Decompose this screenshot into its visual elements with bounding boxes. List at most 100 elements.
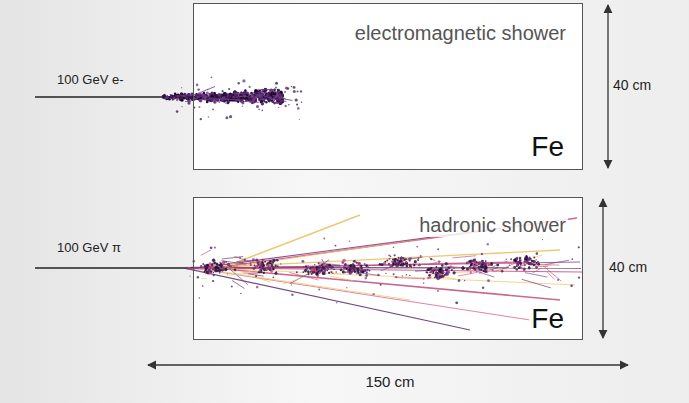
shower-dot — [296, 271, 298, 273]
shower-dot — [223, 92, 225, 94]
shower-track — [543, 266, 561, 281]
shower-dot — [352, 266, 354, 268]
shower-dot — [242, 262, 244, 264]
shower-dot — [403, 263, 405, 265]
shower-dot — [343, 266, 346, 269]
shower-dot — [319, 264, 322, 267]
shower-dot — [410, 257, 412, 259]
shower-dot — [339, 265, 341, 267]
shower-dot — [400, 256, 403, 259]
shower-dot — [271, 261, 274, 264]
shower-track — [394, 277, 423, 278]
shower-track — [230, 269, 248, 285]
shower-dot — [197, 88, 199, 90]
shower-dot — [397, 259, 399, 261]
shower-dot — [259, 266, 261, 268]
shower-dot — [447, 267, 450, 270]
shower-dot — [214, 266, 217, 269]
shower-dot — [237, 100, 239, 102]
shower-dot — [317, 271, 319, 273]
shower-dot — [469, 267, 471, 269]
shower-dot — [291, 284, 292, 285]
shower-dot — [323, 238, 325, 240]
shower-dot — [285, 86, 288, 89]
shower-dot — [455, 301, 458, 304]
shower-dot — [350, 270, 353, 273]
shower-track — [259, 89, 266, 94]
shower-dot — [211, 263, 214, 266]
shower-dot — [392, 259, 394, 261]
shower-dot — [297, 107, 300, 110]
shower-track — [545, 260, 569, 264]
shower-dot — [162, 95, 166, 99]
shower-dot — [364, 263, 366, 265]
shower-dot — [501, 270, 504, 273]
shower-dot — [336, 302, 338, 304]
shower-dot — [342, 259, 345, 262]
shower-dot — [218, 101, 220, 103]
shower-dot — [435, 274, 437, 276]
shower-track — [258, 278, 271, 282]
shower-dot — [399, 258, 401, 260]
shower-dot — [301, 102, 303, 104]
shower-dot — [250, 264, 252, 266]
shower-track — [226, 267, 238, 270]
shower-track — [283, 277, 305, 285]
shower-dot — [349, 264, 352, 267]
shower-dot — [261, 102, 264, 105]
shower-dot — [206, 264, 209, 267]
shower-dot — [318, 270, 320, 272]
shower-dot — [315, 273, 318, 276]
shower-dot — [211, 92, 214, 95]
shower-track — [277, 96, 286, 99]
shower-dot — [293, 90, 296, 93]
shower-dot — [307, 271, 309, 273]
shower-dot — [531, 260, 533, 262]
shower-dot — [268, 91, 271, 94]
shower-dot — [408, 258, 411, 261]
shower-dot — [475, 266, 478, 269]
shower-track — [185, 101, 191, 102]
shower-dot — [229, 115, 232, 118]
shower-dot — [254, 266, 257, 269]
shower-dot — [469, 267, 471, 269]
shower-dot — [303, 266, 304, 267]
shower-track — [204, 267, 560, 300]
shower-dot — [223, 270, 225, 272]
shower-dot — [202, 285, 204, 287]
shower-dot — [487, 279, 490, 282]
shower-dot — [276, 271, 278, 273]
shower-dot — [252, 258, 255, 261]
shower-dot — [251, 95, 254, 98]
shower-track — [226, 270, 256, 276]
shower-dot — [524, 264, 526, 266]
shower-dot — [318, 289, 320, 291]
shower-track — [428, 261, 441, 265]
shower-track — [209, 268, 576, 285]
shower-dot — [481, 264, 483, 266]
shower-track — [486, 268, 502, 270]
shower-dot — [409, 260, 411, 262]
shower-dot — [267, 263, 268, 264]
shower-dot — [446, 273, 449, 276]
shower-dot — [331, 271, 333, 273]
shower-dot — [458, 279, 461, 282]
shower-dot — [469, 260, 472, 263]
shower-dot — [488, 264, 490, 266]
shower-dot — [318, 263, 320, 265]
shower-dot — [414, 260, 417, 263]
shower-track — [221, 261, 246, 265]
shower-track — [289, 273, 318, 281]
shower-dot — [216, 262, 219, 265]
shower-dot — [189, 275, 190, 276]
shower-dot — [417, 259, 419, 261]
shower-track — [239, 101, 259, 102]
shower-dot — [355, 262, 357, 264]
shower-track — [185, 268, 470, 330]
shower-track — [502, 260, 522, 269]
shower-dot — [270, 266, 271, 267]
shower-dot — [244, 89, 247, 92]
shower-dot — [253, 267, 256, 270]
shower-dot — [335, 245, 337, 247]
shower-dot — [578, 276, 580, 278]
